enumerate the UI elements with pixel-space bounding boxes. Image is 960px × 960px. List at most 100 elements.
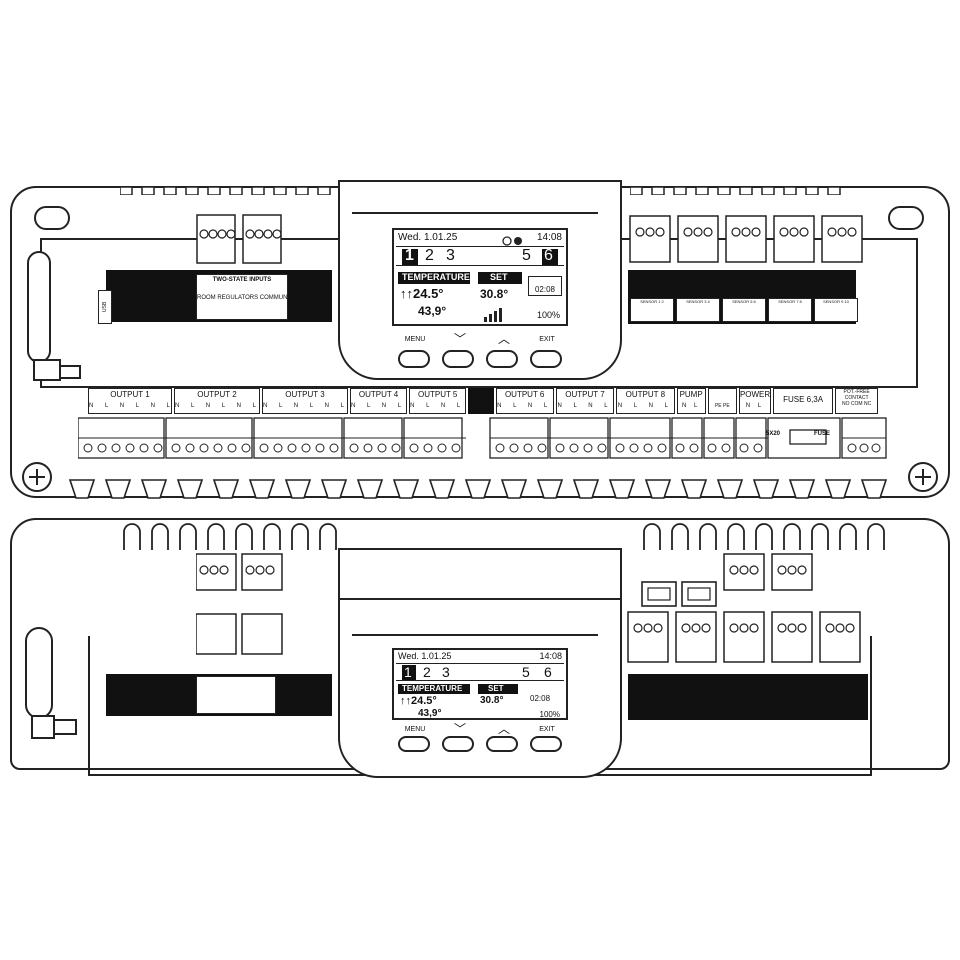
antenna-icon xyxy=(24,248,84,403)
top-housing-tabs-right xyxy=(629,182,850,196)
cable-clamps-top xyxy=(60,478,900,502)
menu-button[interactable] xyxy=(398,350,430,368)
output-5-block: OUTPUT 5 N L N L xyxy=(409,388,467,414)
sensor-label-3: SENSOR 5 6 xyxy=(722,298,766,322)
power-label: POWER xyxy=(739,390,771,399)
output-8-label: OUTPUT 8 xyxy=(625,390,666,399)
sensor-label-2: SENSOR 3 4 xyxy=(676,298,720,322)
input-connector-a[interactable] xyxy=(196,214,236,264)
exit-button-bottom[interactable] xyxy=(530,736,562,752)
network-ports[interactable] xyxy=(640,580,720,610)
temperature-label: TEMPERATURE xyxy=(402,272,470,282)
output-7-block: OUTPUT 7 N L N L xyxy=(555,388,615,414)
output-3-label: OUTPUT 3 xyxy=(285,390,325,399)
sensor-connectors-top[interactable] xyxy=(628,214,864,264)
output-4-block: OUTPUT 4 N L N L xyxy=(350,388,408,414)
sensor-connectors-bottom[interactable] xyxy=(626,552,864,672)
bottom-ridges-left xyxy=(120,522,340,552)
zone-1: 1 xyxy=(405,247,414,264)
output-1-block: OUTPUT 1 N L N L N L xyxy=(88,388,172,414)
usb-port-top[interactable]: USB xyxy=(98,290,112,324)
battery-level-bottom: 100% xyxy=(539,710,560,719)
output-7-label: OUTPUT 7 xyxy=(565,390,605,399)
antenna-bottom-icon xyxy=(22,624,82,749)
down-button[interactable] xyxy=(442,350,474,368)
fuse-size: 5X20 xyxy=(766,431,781,437)
sensors-panel-bottom xyxy=(628,674,868,720)
output-labels-row: OUTPUT 1 N L N L N L OUTPUT 2 N L N L N … xyxy=(88,388,879,414)
floor-temp-bottom: 43,9° xyxy=(418,708,442,719)
down-button-label-bottom: ﹀ xyxy=(453,722,466,736)
set-label: SET xyxy=(490,272,508,282)
output-8-block: OUTPUT 8 N L N L xyxy=(616,388,675,414)
timer-value-bottom: 02:08 xyxy=(530,694,551,703)
tab-strip-left xyxy=(119,186,331,196)
terminal-blocks[interactable] xyxy=(77,416,888,460)
set-label-bottom: SET xyxy=(488,684,504,693)
zone-5-bottom: 5 xyxy=(522,664,530,680)
floor-temp: 43,9° xyxy=(418,304,447,318)
exit-button-label: EXIT xyxy=(539,336,555,343)
lcd-date: Wed. 1.01.25 xyxy=(398,232,458,243)
lcd-screen-bottom: Wed. 1.01.25 14:08 1 2 3 5 6 TEMPERATURE… xyxy=(392,648,568,720)
sensor-label-5: SENSOR 9 10 xyxy=(814,298,858,322)
tab-strip-right xyxy=(629,186,841,196)
zone-2-bottom: 2 xyxy=(423,664,431,680)
divider-block xyxy=(468,388,494,414)
output-2-label: OUTPUT 2 xyxy=(197,390,237,399)
bottom-ridges-right xyxy=(640,522,890,552)
output-5-label: OUTPUT 5 xyxy=(417,390,458,399)
fuse-label: FUSE 6,3A xyxy=(783,395,824,404)
exit-button[interactable] xyxy=(530,350,562,368)
input-connectors-bottom[interactable] xyxy=(195,552,286,662)
zone-6: 6 xyxy=(544,247,553,264)
zone-bar: 1 2 3 5 6 xyxy=(396,246,564,266)
battery-level: 100% xyxy=(536,310,560,320)
menu-button-label-bottom: MENU xyxy=(404,726,426,733)
inputs-label-box-bottom xyxy=(196,676,276,714)
potfree-block: POT.-FREE CONTACT NO COM NC xyxy=(835,388,879,414)
current-temp: ↑↑24.5° xyxy=(400,286,444,301)
power-block: POWER N L xyxy=(738,388,771,414)
room-regulators-label: ROOM REGULATORS COMMUNICATION xyxy=(197,295,312,301)
pump-label: PUMP xyxy=(679,390,703,399)
sensor-labels-top: SENSOR 1 2 SENSOR 3 4 SENSOR 5 6 SENSOR … xyxy=(630,298,858,322)
lcd-screen-top: Wed. 1.01.25 14:08 1 2 3 5 6 TEMPERATURE… xyxy=(392,228,568,326)
lcd-time: 14:08 xyxy=(536,232,562,243)
up-button[interactable] xyxy=(486,350,518,368)
input-connector-b[interactable] xyxy=(242,214,282,264)
fuse-tag: FUSE xyxy=(814,431,831,437)
signal-icon xyxy=(484,308,504,327)
down-button-bottom[interactable] xyxy=(442,736,474,752)
two-state-inputs-label: TWO-STATE INPUTS xyxy=(212,277,272,283)
set-temp-bottom: 30.8° xyxy=(480,695,504,706)
up-button-label: ︿ xyxy=(497,332,510,346)
lcd-time-bottom: 14:08 xyxy=(539,651,562,661)
display-bottom-line xyxy=(352,634,598,636)
potfree-label: POT.-FREE CONTACT xyxy=(843,389,870,401)
down-button-label: ﹀ xyxy=(453,332,466,346)
terminal-strip-top[interactable] xyxy=(77,416,888,460)
sensor-label-1: SENSOR 1 2 xyxy=(630,298,674,322)
output-1-label: OUTPUT 1 xyxy=(110,390,150,399)
up-button-label-bottom: ︿ xyxy=(497,722,510,736)
output-4-label: OUTPUT 4 xyxy=(358,390,399,399)
screw-right-icon xyxy=(906,460,940,499)
up-button-bottom[interactable] xyxy=(486,736,518,752)
zone-3-bottom: 3 xyxy=(442,664,450,680)
zone-5: 5 xyxy=(522,247,531,264)
exit-button-label-bottom: EXIT xyxy=(539,726,555,733)
mounting-hole-top-left xyxy=(34,206,70,230)
timer-box: 02:08 xyxy=(528,276,562,296)
output-2-block: OUTPUT 2 N L N L N L xyxy=(174,388,260,414)
fuse-block: FUSE 6,3A xyxy=(772,388,834,414)
zone-1-bottom: 1 xyxy=(404,664,412,680)
output-3-block: OUTPUT 3 N L N L N L xyxy=(262,388,348,414)
zone-bar-bottom: 1 2 3 5 6 xyxy=(396,663,564,681)
zone-2: 2 xyxy=(425,247,434,264)
usb-label: USB xyxy=(102,301,108,312)
menu-button-bottom[interactable] xyxy=(398,736,430,752)
output-6-label: OUTPUT 6 xyxy=(504,390,545,399)
display-top-line xyxy=(352,212,598,214)
pe-block: PE PE xyxy=(707,388,737,414)
